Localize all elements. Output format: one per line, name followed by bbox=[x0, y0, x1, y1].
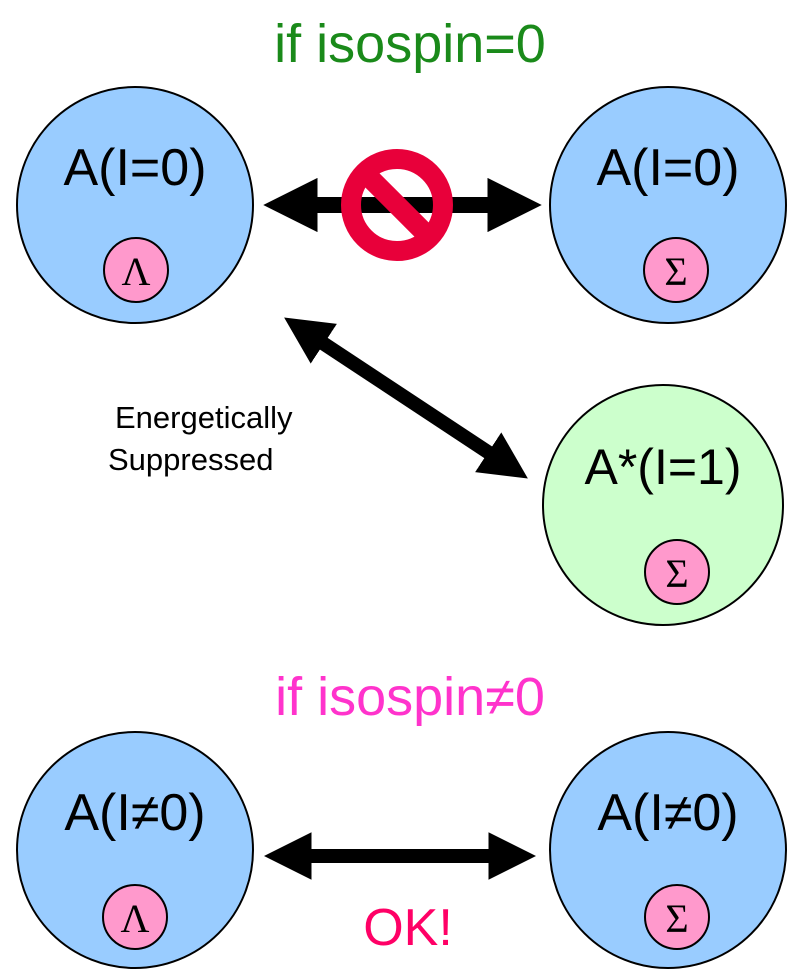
nucleus-bottom-left: A(I≠0) Λ bbox=[16, 731, 254, 969]
title-isospin-zero: if isospin=0 bbox=[274, 14, 546, 74]
nucleus-bottom-right: A(I≠0) Σ bbox=[549, 731, 787, 969]
suppressed-transition-arrow bbox=[284, 317, 528, 479]
title-isospin-nonzero: if isospin≠0 bbox=[275, 667, 545, 727]
particle-label: Λ bbox=[121, 249, 150, 294]
particle-label: Σ bbox=[665, 896, 688, 941]
nucleus-label: A(I=0) bbox=[596, 139, 739, 197]
particle-label: Σ bbox=[664, 249, 687, 294]
lambda-particle bbox=[103, 237, 169, 303]
particle-label: Λ bbox=[120, 896, 149, 941]
sigma-particle bbox=[644, 539, 710, 605]
nucleus-excited: A*(I=1) Σ bbox=[542, 384, 784, 626]
nucleus-top-left: A(I=0) Λ bbox=[16, 86, 254, 324]
particle-label: Σ bbox=[665, 551, 688, 596]
ok-label: OK! bbox=[363, 899, 453, 957]
lambda-particle bbox=[102, 884, 168, 950]
sigma-particle bbox=[644, 884, 710, 950]
prohibition-sign-icon bbox=[341, 149, 453, 261]
nucleus-top-right: A(I=0) Σ bbox=[549, 86, 787, 324]
nucleus-label: A(I≠0) bbox=[597, 784, 738, 842]
nucleus-label: A*(I=1) bbox=[584, 439, 741, 495]
suppressed-note-line1: Energetically bbox=[115, 400, 293, 435]
sigma-particle bbox=[643, 237, 709, 303]
nucleus-label: A(I≠0) bbox=[64, 784, 205, 842]
nucleus-label: A(I=0) bbox=[63, 139, 206, 197]
suppressed-note-line2: Suppressed bbox=[108, 442, 273, 477]
